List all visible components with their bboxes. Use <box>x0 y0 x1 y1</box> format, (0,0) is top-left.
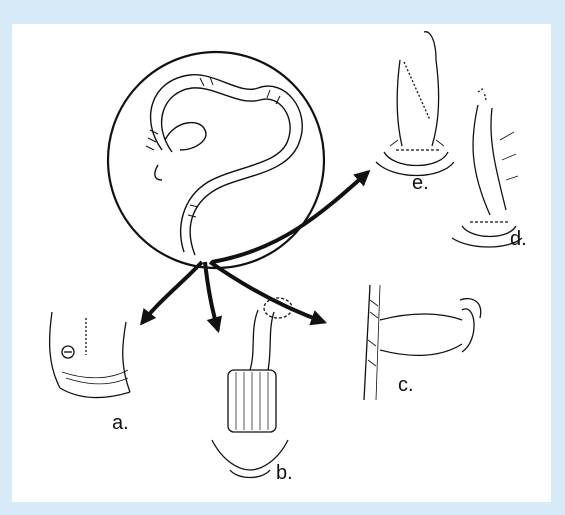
colon-overview <box>108 52 324 268</box>
panel-d <box>452 88 522 247</box>
label-e: e. <box>412 172 429 195</box>
label-c: c. <box>398 374 414 397</box>
label-b: b. <box>276 462 293 485</box>
panel-a-abdomen <box>50 312 130 398</box>
panel-b-pullthrough <box>212 298 292 478</box>
label-a: a. <box>112 412 129 435</box>
label-d: d. <box>510 228 527 251</box>
panel-c-anastomosis <box>364 285 481 400</box>
panel-e <box>376 32 454 176</box>
arrows <box>142 172 368 330</box>
